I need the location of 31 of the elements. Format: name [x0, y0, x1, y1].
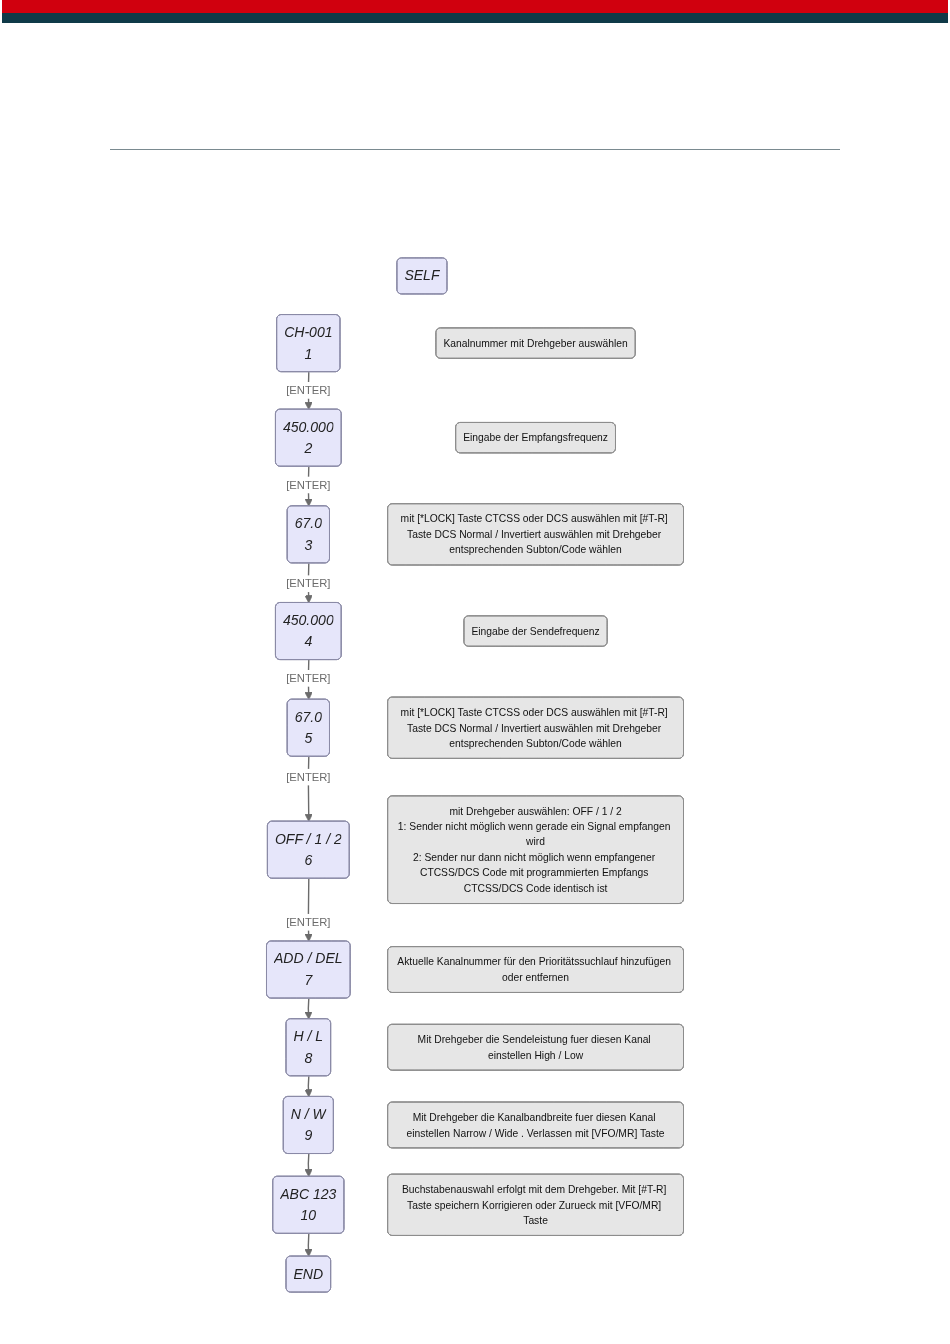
description-box: mit [*LOCK] Taste CTCSS oder DCS auswählen mit [#T-R] Taste DCS Normal / Invertiert auswählen mit Drehgeber entsprechenden Subton/Code wählen — [387, 503, 684, 566]
edge-label: [ENTER] — [286, 671, 331, 685]
edge-label: [ENTER] — [286, 577, 331, 591]
display-box: 450.000 2 — [274, 408, 342, 467]
arrow — [304, 1153, 313, 1178]
display-box: CH-001 1 — [276, 314, 341, 373]
display-box: SELF — [396, 257, 448, 295]
display-box: 67.0 3 — [286, 505, 330, 564]
edge-label: [ENTER] — [286, 478, 331, 492]
display-box: 67.0 5 — [286, 698, 330, 757]
arrow — [304, 1233, 313, 1257]
description-box: Eingabe der Empfangsfrequenz — [455, 422, 616, 454]
description-box: Eingabe der Sendefrequenz — [463, 615, 608, 647]
description-box: Mit Drehgeber die Sendeleistung fuer diesen Kanal einstellen High / Low — [387, 1023, 684, 1071]
display-box: END — [285, 1255, 332, 1293]
description-box: Mit Drehgeber die Kanalbandbreite fuer diesen Kanal einstellen Narrow / Wide . Verlassen mit [VFO/MR] Taste — [387, 1101, 684, 1149]
description-box: Kanalnummer mit Drehgeber auswählen — [435, 327, 636, 359]
description-box: Buchstabenauswahl erfolgt mit dem Drehgeber. Mit [#T-R] Taste speichern Korrigieren oder Zurueck mit [VFO/MR] Taste — [387, 1173, 684, 1236]
arrow — [304, 1075, 313, 1098]
edge-label: [ENTER] — [286, 915, 331, 929]
arrow — [304, 997, 313, 1020]
display-box: ABC 123 10 — [272, 1175, 345, 1234]
description-box: Aktuelle Kanalnummer für den Prioritätssuchlauf hinzufügen oder entfernen — [387, 946, 684, 993]
description-box: mit [*LOCK] Taste CTCSS oder DCS auswählen mit [#T-R] Taste DCS Normal / Invertiert auswählen mit Drehgeber entsprechenden Subton/Code wählen — [387, 696, 684, 759]
description-box: mit Drehgeber auswählen: OFF / 1 / 2 1: Sender nicht möglich wenn gerade ein Signal empfangen wird 2: Sender nur dann nicht möglich wenn empfangener CTCSS/DCS Code mit programmierten Empfangs CTCSS/DCS Code identisch ist — [387, 795, 684, 904]
display-box: ADD / DEL 7 — [266, 940, 351, 999]
display-box: 450.000 4 — [274, 602, 342, 661]
edge-label: [ENTER] — [286, 770, 331, 784]
display-box: H / L 8 — [285, 1018, 332, 1077]
edge-label: [ENTER] — [286, 383, 331, 397]
display-box: OFF / 1 / 2 6 — [266, 820, 350, 879]
